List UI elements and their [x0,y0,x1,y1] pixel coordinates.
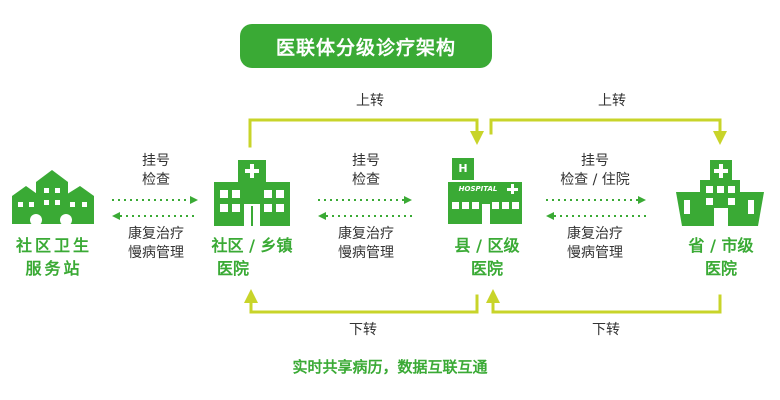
diagram-title: 医联体分级诊疗架构 [240,24,492,68]
county-hospital-line2: 医院 [470,259,503,278]
county-hospital-icon [448,158,522,224]
community-station-line2: 服务站 [25,259,83,278]
link-2-upper-label: 挂号 检查 [326,152,406,190]
arrow-1-right-head [190,196,198,204]
community-station-line1: 社区卫生 [15,236,92,255]
link-3-lower-line1: 康复治疗 [567,226,623,242]
community-station-icon [12,170,94,226]
link-2-upper-line2: 检查 [352,172,380,188]
down-referral-left-arrowhead [244,289,258,303]
town-hospital-label: 社区 / 乡镇 医院 [197,234,307,280]
down-referral-right-line [491,294,722,314]
up-referral-right-line [489,118,722,135]
down-referral-left-label: 下转 [349,322,377,338]
link-1-lower-label: 康复治疗 慢病管理 [116,225,196,263]
arrow-3-left-head [546,212,554,220]
link-2-lower-line1: 康复治疗 [338,226,394,242]
province-hospital-icon [676,160,764,226]
link-1-upper-line1: 挂号 [142,153,170,169]
link-3-upper-line1: 挂号 [581,153,609,169]
arrow-1-left-head [112,212,120,220]
county-hospital-badge: H [458,162,468,175]
link-2-lower-line2: 慢病管理 [338,245,394,261]
link-2-lower-label: 康复治疗 慢病管理 [326,225,406,263]
up-referral-left-label: 上转 [356,93,384,109]
county-hospital-label: 县 / 区级 医院 [432,234,542,280]
down-referral-left-line [249,294,479,314]
link-2-upper-line1: 挂号 [352,153,380,169]
link-1-upper-line2: 检查 [142,172,170,188]
county-hospital-line1: 县 / 区级 [454,236,520,255]
up-referral-right-label: 上转 [598,93,626,109]
link-1-lower-line2: 慢病管理 [128,245,184,261]
footer-caption: 实时共享病历，数据互联互通 [292,358,488,376]
link-3-lower-line2: 慢病管理 [567,245,623,261]
up-referral-left-line [248,118,479,148]
town-hospital-line2: 医院 [217,259,250,278]
link-3-lower-label: 康复治疗 慢病管理 [555,225,635,263]
arrow-3-right-head [638,196,646,204]
link-3-upper-line2: 检查 / 住院 [560,172,630,188]
down-referral-right-label: 下转 [592,322,620,338]
community-station-label: 社区卫生 服务站 [4,234,104,280]
county-hospital-sign: HOSPITAL [458,185,498,193]
arrow-2-left-head [318,212,326,220]
down-referral-right-arrowhead [486,289,500,303]
up-referral-left-arrowhead [470,131,484,145]
link-3-upper-label: 挂号 检查 / 住院 [550,152,640,190]
up-referral-right-arrowhead [713,131,727,145]
link-1-lower-line1: 康复治疗 [128,226,184,242]
link-1-upper-label: 挂号 检查 [116,152,196,190]
town-hospital-icon [214,160,290,226]
arrow-2-right-head [404,196,412,204]
province-hospital-line2: 医院 [704,259,737,278]
town-hospital-line1: 社区 / 乡镇 [211,236,293,255]
province-hospital-line1: 省 / 市级 [688,236,754,255]
province-hospital-label: 省 / 市级 医院 [666,234,776,280]
